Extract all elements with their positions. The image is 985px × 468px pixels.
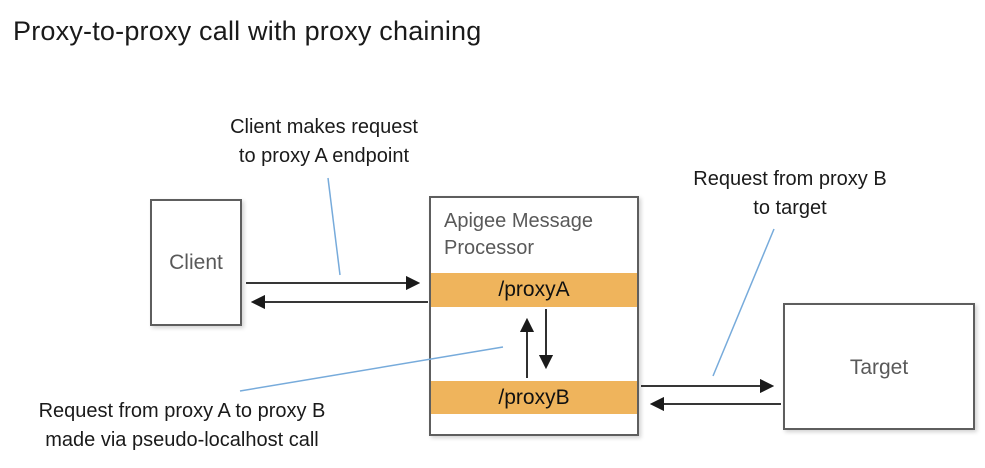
proxy-b-bar: /proxyB: [431, 381, 637, 414]
target-label: Target: [849, 356, 909, 379]
proxy-a-bar: /proxyA: [431, 273, 637, 307]
target-box: Target: [783, 303, 975, 430]
client-label: Client: [169, 251, 223, 274]
annotation-localhost-call: Request from proxy A to proxy B made via…: [7, 397, 357, 455]
annotation-client-request-line2: to proxy A endpoint: [238, 145, 410, 167]
annotation-localhost-call-line2: made via pseudo-localhost call: [45, 429, 319, 451]
proxy-a-label: /proxyA: [498, 278, 570, 301]
client-box: Client: [150, 199, 242, 326]
annotation-localhost-call-line1: Request from proxy A to proxy B: [38, 400, 326, 422]
annotation-client-request: Client makes request to proxy A endpoint: [174, 113, 474, 171]
proxy-b-label: /proxyB: [498, 385, 570, 409]
annotation-target-request-line1: Request from proxy B: [693, 168, 887, 190]
message-processor-label: Apigee Message Processor: [444, 210, 593, 259]
callout-line-target-request: [712, 228, 775, 377]
annotation-client-request-line1: Client makes request: [230, 116, 418, 138]
callout-line-client-request: [327, 177, 341, 276]
annotation-target-request-line2: to target: [753, 197, 827, 219]
message-processor-box: Apigee Message Processor /proxyA /proxyB: [429, 196, 639, 436]
diagram-title: Proxy-to-proxy call with proxy chaining: [13, 16, 482, 46]
annotation-target-request: Request from proxy B to target: [640, 165, 940, 223]
